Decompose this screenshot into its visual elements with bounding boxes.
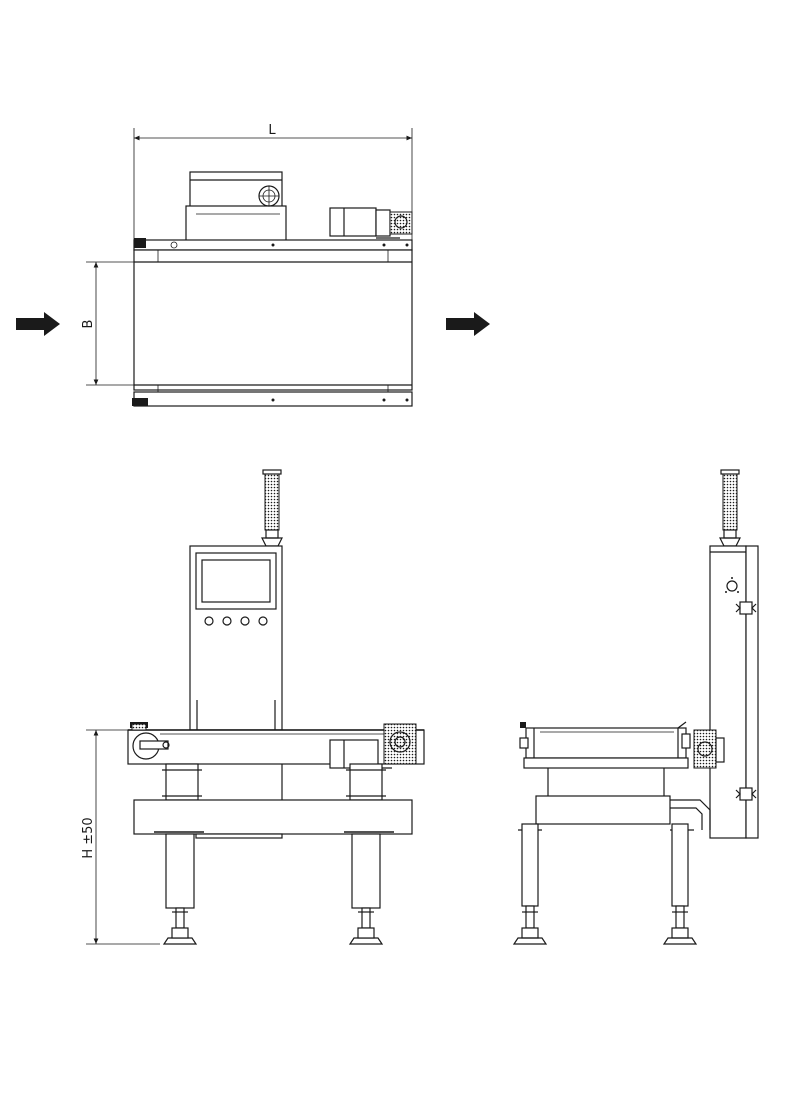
flow-in-arrow — [16, 312, 60, 336]
button-1 — [204, 616, 214, 626]
signal-tower-side — [719, 469, 741, 547]
front-view: H ±50 — [81, 469, 425, 945]
conveyor-bed-side — [525, 727, 687, 759]
signal-tower-front — [261, 469, 283, 547]
leg-right-front — [348, 833, 384, 945]
control-box — [185, 171, 287, 243]
conveyor-bed-front — [127, 729, 425, 765]
base-frame-front — [133, 799, 413, 835]
leg-left-side — [512, 823, 548, 945]
drive-motor-front — [329, 723, 417, 769]
drive-motor-top — [329, 207, 413, 239]
side-view — [512, 469, 759, 945]
clamp-knob-lower — [735, 787, 757, 801]
button-2 — [222, 616, 232, 626]
width-label: B — [81, 320, 96, 329]
clamp-knob-upper — [735, 601, 757, 615]
leg-right-side — [662, 823, 698, 945]
top-view: L — [16, 123, 490, 407]
width-dimension: B — [81, 261, 134, 386]
gearbox-side — [693, 729, 717, 769]
flow-out-arrow — [446, 312, 490, 336]
button-4 — [258, 616, 268, 626]
height-dimension: H ±50 — [81, 729, 160, 945]
button-3 — [240, 616, 250, 626]
height-label: H ±50 — [81, 817, 96, 858]
base-frame-side — [535, 795, 671, 825]
touch-screen — [195, 552, 277, 610]
length-label: L — [268, 123, 276, 138]
leg-left-front — [162, 833, 198, 945]
